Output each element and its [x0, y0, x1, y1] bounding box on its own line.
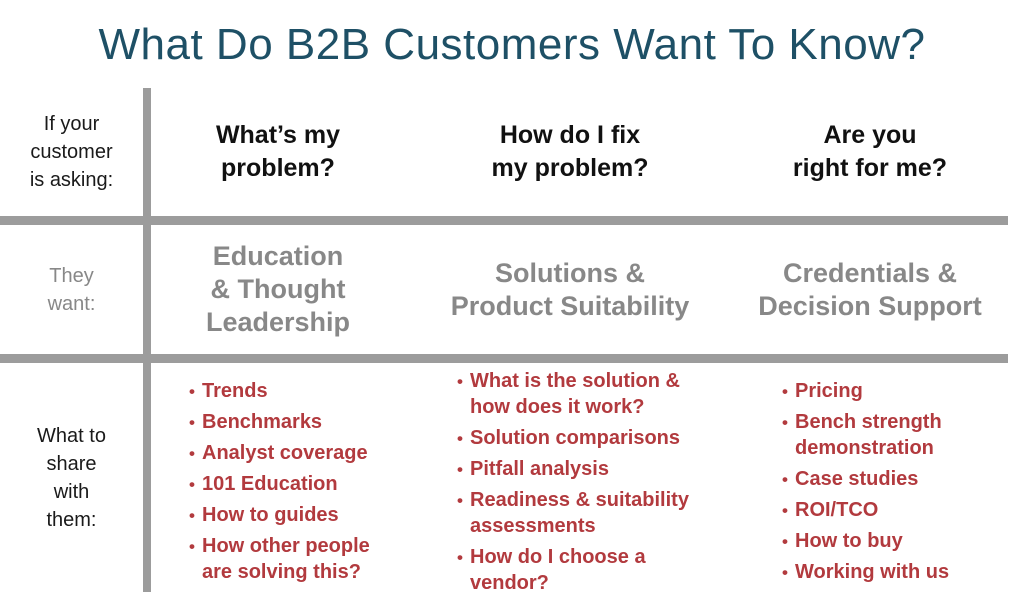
- bullet-item: • Pitfall analysis: [457, 456, 702, 482]
- bullet-text: Pricing: [795, 380, 863, 402]
- question-text: How do I fix my problem?: [491, 121, 649, 182]
- bullet-icon: •: [189, 444, 195, 463]
- want-credentials-decision-support: Credentials & Decision Support: [718, 225, 1022, 354]
- grid-horizontal-divider-top: [0, 216, 1008, 225]
- page-title: What Do B2B Customers Want To Know?: [98, 20, 926, 69]
- bullet-icon: •: [189, 506, 195, 525]
- bullet-text: Readiness & suitability assessments: [470, 489, 689, 537]
- bullet-item: • Readiness & suitability assessments: [457, 487, 702, 539]
- share-list-right-for-me: • Pricing • Bench strength demonstration • Ca…: [782, 378, 990, 590]
- question-are-you-right: Are you right for me?: [718, 88, 1022, 216]
- bullet-text: Bench strength demonstration: [795, 411, 942, 459]
- bullet-icon: •: [457, 548, 463, 567]
- bullet-text: Pitfall analysis: [470, 458, 609, 480]
- bullet-item: • Analyst coverage: [189, 440, 387, 466]
- bullet-text: Working with us: [795, 561, 950, 583]
- want-text: Solutions & Product Suitability: [450, 257, 690, 321]
- bullet-item: • How other people are solving this?: [189, 533, 387, 585]
- grid-horizontal-divider-bottom: [0, 354, 1008, 363]
- bullet-text: Case studies: [795, 468, 919, 490]
- bullet-icon: •: [457, 429, 463, 448]
- bullet-item: • Case studies: [782, 466, 990, 492]
- bullet-icon: •: [189, 382, 195, 401]
- bullet-icon: •: [189, 413, 195, 432]
- share-list-fix: • What is the solution & how does it work…: [457, 368, 702, 601]
- bullet-text: 101 Education: [202, 473, 338, 495]
- bullet-item: • 101 Education: [189, 471, 387, 497]
- bullet-icon: •: [782, 501, 788, 520]
- question-text: What’s my problem?: [215, 121, 341, 182]
- bullet-icon: •: [782, 563, 788, 582]
- bullet-item: • Pricing: [782, 378, 990, 404]
- bullet-icon: •: [457, 491, 463, 510]
- row-label-they-want-text: They want:: [47, 264, 96, 315]
- want-text: Education & Thought Leadership: [205, 241, 351, 337]
- bullet-icon: •: [457, 460, 463, 479]
- bullet-item: • How to buy: [782, 528, 990, 554]
- share-list-problem: • Trends • Benchmarks • Analyst coverage • 101 …: [189, 378, 387, 590]
- bullet-icon: •: [457, 372, 463, 391]
- bullet-text: ROI/TCO: [795, 499, 879, 521]
- question-text: Are you right for me?: [792, 121, 948, 182]
- bullet-item: • Benchmarks: [189, 409, 387, 435]
- bullet-text: What is the solution & how does it work?: [470, 370, 680, 418]
- bullet-icon: •: [189, 537, 195, 556]
- question-how-do-i-fix: How do I fix my problem?: [428, 88, 712, 216]
- row-label-what-to-share: What to share with them:: [0, 363, 143, 592]
- bullet-item: • What is the solution & how does it work…: [457, 368, 702, 420]
- bullet-text: Trends: [202, 380, 268, 402]
- row-label-asking: If your customer is asking:: [0, 88, 143, 216]
- bullet-icon: •: [782, 532, 788, 551]
- row-label-asking-text: If your customer is asking:: [29, 113, 114, 191]
- bullet-text: How do I choose a vendor?: [470, 546, 646, 594]
- bullet-icon: •: [782, 470, 788, 489]
- bullet-item: • Solution comparisons: [457, 425, 702, 451]
- want-solutions-product-suitability: Solutions & Product Suitability: [428, 225, 712, 354]
- bullet-text: How to guides: [202, 504, 339, 526]
- grid-vertical-divider: [143, 88, 151, 592]
- bullet-icon: •: [782, 382, 788, 401]
- want-text: Credentials & Decision Support: [758, 257, 982, 321]
- bullet-item: • How to guides: [189, 502, 387, 528]
- bullet-item: • ROI/TCO: [782, 497, 990, 523]
- bullet-text: Benchmarks: [202, 411, 323, 433]
- bullet-icon: •: [189, 475, 195, 494]
- bullet-text: Solution comparisons: [470, 427, 681, 449]
- bullet-icon: •: [782, 413, 788, 432]
- bullet-item: • Working with us: [782, 559, 990, 585]
- want-education-thought-leadership: Education & Thought Leadership: [151, 225, 405, 354]
- bullet-item: • Trends: [189, 378, 387, 404]
- bullet-item: • Bench strength demonstration: [782, 409, 990, 461]
- bullet-item: • How do I choose a vendor?: [457, 544, 702, 596]
- bullet-text: How other people are solving this?: [202, 535, 370, 583]
- row-label-they-want: They want:: [0, 225, 143, 354]
- bullet-text: Analyst coverage: [202, 442, 368, 464]
- row-label-what-to-share-text: What to share with them:: [37, 424, 106, 531]
- question-whats-my-problem: What’s my problem?: [151, 88, 405, 216]
- bullet-text: How to buy: [795, 530, 903, 552]
